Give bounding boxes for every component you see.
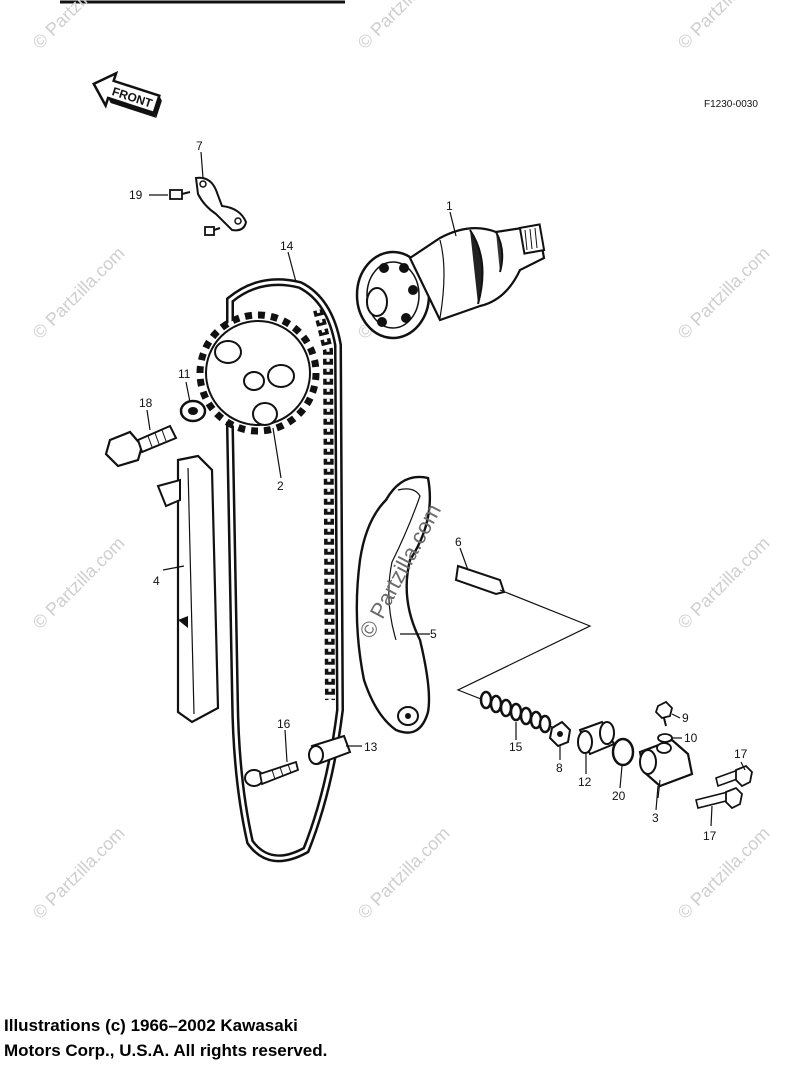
svg-text:© Partzilla.com: © Partzilla.com	[674, 0, 774, 53]
callout-1: 1	[446, 199, 453, 213]
front-arrow: FRONT	[92, 70, 162, 118]
part-10-washer	[657, 733, 673, 743]
copyright-line-1: Illustrations (c) 1966–2002 Kawasaki	[4, 1016, 298, 1035]
callout-13: 13	[364, 740, 378, 754]
callout-15: 15	[509, 740, 523, 754]
callout-18: 18	[139, 396, 153, 410]
part-7-bracket	[194, 176, 248, 232]
part-5-tensioner-arm	[355, 475, 432, 734]
svg-text:© Partzilla.com: © Partzilla.com	[29, 823, 129, 923]
callout-2: 2	[277, 479, 284, 493]
callout-9: 9	[682, 711, 689, 725]
callout-6: 6	[455, 535, 462, 549]
part-15-spring	[479, 690, 552, 734]
small-screw	[204, 226, 221, 236]
callout-14: 14	[280, 239, 294, 253]
copyright-notice: Illustrations (c) 1966–2002 Kawasaki Mot…	[4, 1013, 327, 1063]
copyright-line-2: Motors Corp., U.S.A. All rights reserved…	[4, 1041, 328, 1060]
part-9-bolt	[654, 700, 673, 727]
svg-text:© Partzilla.com: © Partzilla.com	[29, 243, 129, 343]
part-20-o-ring	[611, 737, 635, 767]
svg-text:© Partzilla.com: © Partzilla.com	[674, 823, 774, 923]
callout-16: 16	[277, 717, 291, 731]
callout-20: 20	[612, 789, 626, 803]
part-4-chain-guide	[156, 454, 220, 724]
svg-text:© Partzilla.com: © Partzilla.com	[29, 0, 129, 53]
svg-text:© Partzilla.com: © Partzilla.com	[674, 533, 774, 633]
callout-5: 5	[430, 627, 437, 641]
part-12-sleeve	[577, 720, 616, 756]
part-17-bolt-lower	[695, 786, 743, 810]
callout-17a: 17	[734, 747, 748, 761]
part-6-pin	[454, 564, 506, 596]
part-13-collar	[308, 734, 352, 766]
part-16-bolt	[244, 760, 300, 787]
callout-12: 12	[578, 775, 592, 789]
callout-11: 11	[178, 367, 191, 381]
part-18-bolt	[104, 424, 178, 468]
part-17-bolt-upper	[715, 764, 753, 788]
figure-reference-code: F1230-0030	[704, 99, 758, 110]
part-3-tensioner-body	[638, 738, 694, 799]
callout-3: 3	[652, 811, 659, 825]
callout-labels: 7 19 1 14 11 18 2 4 6 5 16 13 15 8 12 20…	[129, 139, 748, 843]
callout-10: 10	[684, 731, 698, 745]
callout-17b: 17	[703, 829, 717, 843]
callout-19: 19	[129, 188, 143, 202]
callout-8: 8	[556, 761, 563, 775]
part-14-chain	[226, 278, 345, 863]
svg-text:© Partzilla.com: © Partzilla.com	[674, 243, 774, 343]
svg-text:© Partzilla.com: © Partzilla.com	[354, 823, 454, 923]
part-2-sprocket	[196, 311, 320, 435]
part-19-bolt	[169, 189, 191, 200]
svg-text:© Partzilla.com: © Partzilla.com	[354, 0, 454, 53]
part-11-washer	[179, 399, 207, 423]
part-8-nut	[548, 720, 572, 748]
part-1-camshaft	[355, 223, 546, 340]
callout-7: 7	[196, 139, 203, 153]
callout-4: 4	[153, 574, 160, 588]
callout-leaders	[146, 151, 746, 827]
svg-text:© Partzilla.com: © Partzilla.com	[29, 533, 129, 633]
